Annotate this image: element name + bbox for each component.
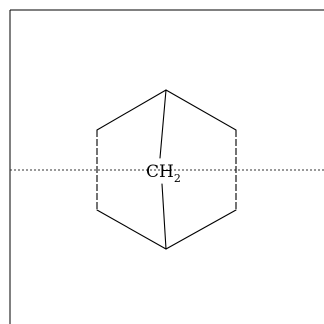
ring-bond-bottom-left <box>96 209 167 250</box>
ring-bond-top-right <box>165 89 237 131</box>
bridge-bond-upper <box>159 89 167 159</box>
ring-bond-bottom-right <box>165 209 237 250</box>
ch2-label-subscript: 2 <box>174 172 181 185</box>
ring-bond-top-left <box>96 89 167 131</box>
ch2-label: CH2 <box>146 162 181 185</box>
bridge-bond-lower <box>161 183 167 250</box>
ch2-label-main: CH <box>146 162 174 182</box>
